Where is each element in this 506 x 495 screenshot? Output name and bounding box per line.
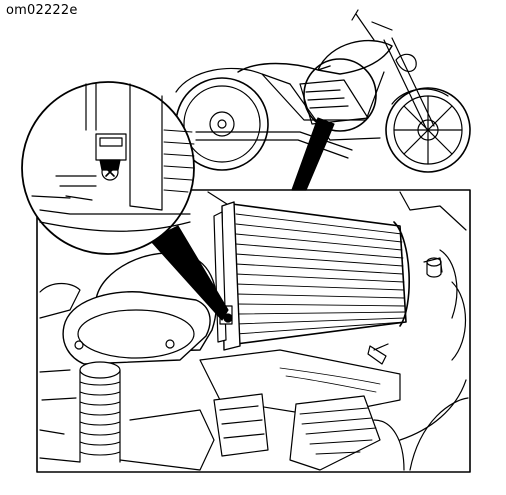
handlebar — [351, 9, 393, 41]
engine-body-lower — [39, 369, 77, 435]
headlight — [395, 53, 417, 72]
inset-backplate — [31, 195, 191, 215]
wire-clip — [367, 343, 389, 365]
engine-block — [299, 79, 369, 125]
front-wheel — [385, 87, 471, 173]
air-cleaner — [213, 201, 410, 351]
inset-bracket — [55, 175, 97, 201]
ribbed-hose — [79, 361, 121, 463]
exhaust-pipe — [195, 131, 353, 159]
head-cover — [62, 291, 211, 365]
hex-bolt — [426, 257, 442, 278]
frame — [261, 71, 385, 141]
air-cleaner-ribs — [235, 213, 406, 335]
engine-body-left — [39, 282, 81, 319]
seat — [237, 62, 331, 73]
motorcycle-overview — [175, 9, 471, 173]
hose-right — [373, 419, 405, 471]
detail-frame — [36, 189, 471, 473]
fuel-rail-detail — [279, 367, 381, 393]
inset-pointer — [149, 225, 229, 321]
rear-fender — [175, 67, 291, 93]
inset-screw — [95, 133, 127, 181]
ribbed-housing — [289, 395, 381, 471]
inset-frame-tube — [85, 83, 163, 211]
engine-side-panel — [399, 281, 467, 441]
lower-bracket — [39, 409, 215, 471]
engine-cover-lower — [409, 397, 469, 471]
inset-lower-edge — [39, 221, 191, 232]
connector-block — [213, 393, 269, 457]
engine-outline-top — [207, 191, 467, 231]
figure-id-label: om02222e — [6, 3, 78, 18]
callout-pointer — [291, 117, 335, 191]
air-cleaner-endcap — [393, 221, 410, 327]
fuel-tank — [317, 39, 393, 75]
inset-filter-ribs — [163, 129, 195, 193]
magnified-inset — [21, 81, 229, 321]
front-fork — [383, 37, 435, 129]
front-fender — [391, 88, 449, 105]
location-callout-circle — [303, 58, 377, 132]
